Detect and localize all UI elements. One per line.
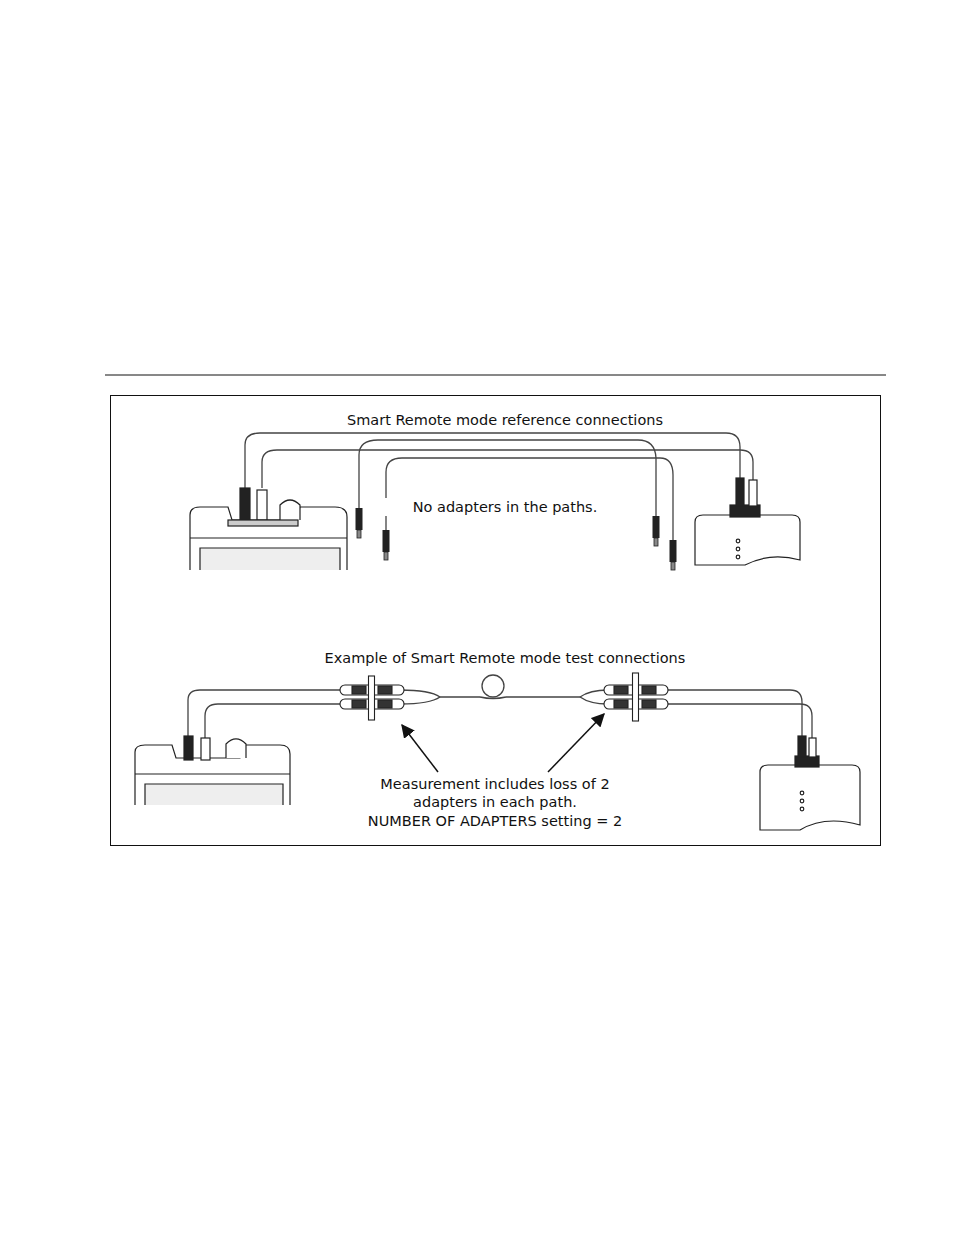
smart-remote (760, 736, 860, 830)
main-tester (135, 736, 290, 805)
main-tester (190, 488, 347, 570)
fiber-plugs (356, 508, 677, 570)
note: No adapters in the paths. (372, 498, 638, 516)
rule-line (105, 375, 886, 376)
frame (111, 396, 881, 846)
callout-note: Measurement includes loss of 2 adapters … (367, 775, 623, 811)
section-heading: Smart Remote mode reference connections (292, 411, 718, 429)
callout-note: NUMBER OF ADAPTERS setting = 2 (332, 812, 658, 830)
fiber-cables (188, 675, 812, 738)
adapters (340, 673, 668, 721)
smart-remote (695, 478, 800, 565)
section-heading: Example of Smart Remote mode test connec… (282, 649, 728, 667)
leader-arrows (402, 714, 604, 772)
